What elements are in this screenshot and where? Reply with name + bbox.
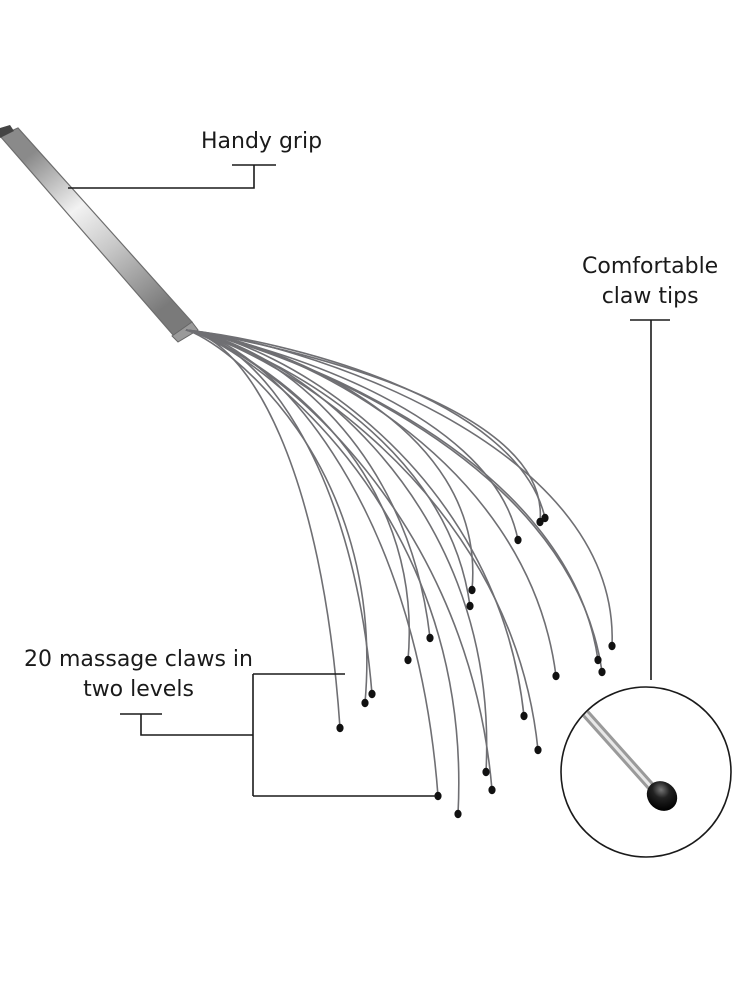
callout-massage-claws-line1: 20 massage claws in <box>24 647 253 672</box>
claw-tip <box>426 633 434 643</box>
claw-wire <box>185 329 460 815</box>
tip-closeup <box>560 686 732 858</box>
claw-wire <box>185 329 541 523</box>
claw-tip <box>468 585 476 595</box>
claw-tip <box>454 809 462 819</box>
claw-wire <box>185 329 439 797</box>
claw-wire <box>185 329 525 717</box>
leader-grip <box>68 164 276 189</box>
callout-claw-tips-line1: Comfortable <box>582 254 719 279</box>
claw-tip <box>608 641 616 651</box>
callout-massage-claws: 20 massage claws in two levels <box>24 645 253 705</box>
claw-tip <box>520 711 528 721</box>
callout-massage-claws-line2: two levels <box>83 677 194 702</box>
massage-claws <box>185 329 613 815</box>
claw-tip <box>404 655 412 665</box>
claw-tip <box>482 767 490 777</box>
claw-tip <box>541 513 549 523</box>
leader-claws <box>120 713 253 736</box>
claw-tip <box>361 698 369 708</box>
claw-wire <box>185 329 539 751</box>
claw-tip <box>434 791 442 801</box>
claw-tip <box>552 671 560 681</box>
claw-tip <box>514 535 522 545</box>
claw-tip <box>466 601 474 611</box>
claw-wire <box>185 329 431 639</box>
claw-tip <box>598 667 606 677</box>
callout-claw-tips: Comfortable claw tips <box>582 252 718 312</box>
claw-wire <box>185 329 493 791</box>
callout-handy-grip: Handy grip <box>201 127 322 157</box>
leader-tips <box>630 319 670 680</box>
claw-wire <box>185 329 488 773</box>
callout-claw-tips-line2: claw tips <box>601 284 699 309</box>
callout-handy-grip-text: Handy grip <box>201 129 323 154</box>
claw-wire <box>185 329 546 519</box>
claw-wire <box>185 329 557 677</box>
claw-wire <box>185 329 613 647</box>
claw-tip <box>534 745 542 755</box>
claw-tip <box>336 723 344 733</box>
callout-leaders <box>68 164 670 797</box>
claw-wire <box>185 329 474 591</box>
handle <box>0 125 199 343</box>
claw-tip <box>368 689 376 699</box>
claw-tip <box>488 785 496 795</box>
claw-wire <box>185 329 341 729</box>
claw-tips <box>336 513 616 819</box>
claw-wire <box>185 329 368 704</box>
claw-tip <box>594 655 602 665</box>
